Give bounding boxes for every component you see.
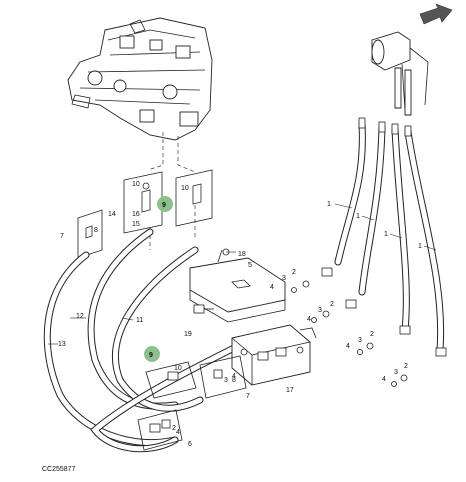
callout-1: 1 bbox=[327, 201, 331, 208]
reference-label: 9 bbox=[149, 352, 153, 359]
callout-2: 2 bbox=[330, 301, 334, 308]
callout-10: 10 bbox=[181, 185, 189, 192]
callout-1: 1 bbox=[356, 213, 360, 220]
callout-3: 3 bbox=[282, 275, 286, 282]
callout-4: 4 bbox=[346, 343, 350, 350]
callout-3: 3 bbox=[224, 377, 228, 384]
callout-10: 10 bbox=[174, 365, 182, 372]
callout-17: 17 bbox=[286, 387, 294, 394]
callout-2: 2 bbox=[370, 331, 374, 338]
callout-2: 2 bbox=[172, 425, 176, 432]
callout-8: 8 bbox=[94, 227, 98, 234]
callout-4: 4 bbox=[176, 429, 180, 436]
callout-4: 4 bbox=[382, 376, 386, 383]
control-valve-cylinder bbox=[371, 31, 429, 116]
arrow-right-icon bbox=[419, 3, 453, 25]
callout-3: 3 bbox=[358, 337, 362, 344]
hose-set-1 bbox=[334, 117, 445, 354]
callout-12: 12 bbox=[76, 313, 84, 320]
callout-15: 15 bbox=[132, 221, 140, 228]
detail-box-center bbox=[123, 171, 163, 234]
reference-label: 9 bbox=[162, 202, 166, 209]
detail-box-left bbox=[77, 209, 103, 259]
callout-2: 2 bbox=[404, 363, 408, 370]
callout-14: 14 bbox=[108, 211, 116, 218]
reference-marker-9: 9 bbox=[144, 346, 160, 362]
callout-7: 7 bbox=[246, 393, 250, 400]
callout-18: 18 bbox=[238, 251, 246, 258]
mounting-plate bbox=[189, 249, 286, 323]
detail-box-right bbox=[175, 169, 213, 227]
callout-6: 6 bbox=[188, 441, 192, 448]
callout-11: 11 bbox=[136, 317, 143, 324]
callout-5: 5 bbox=[248, 262, 252, 269]
figure-code: CC255877 bbox=[42, 466, 76, 473]
callout-19: 19 bbox=[184, 331, 192, 338]
callout-13: 13 bbox=[58, 341, 66, 348]
callout-3: 3 bbox=[394, 369, 398, 376]
valve-manifold bbox=[231, 324, 317, 386]
callout-10: 10 bbox=[132, 181, 140, 188]
fitting-group-lower bbox=[137, 355, 247, 451]
callout-3: 3 bbox=[318, 307, 322, 314]
reference-marker-9: 9 bbox=[157, 196, 173, 212]
callout-4: 4 bbox=[270, 284, 274, 291]
leader-lines bbox=[48, 203, 437, 345]
callout-1: 1 bbox=[384, 231, 388, 238]
callout-4: 4 bbox=[232, 373, 236, 380]
callout-7: 7 bbox=[60, 233, 64, 240]
fitting-group-right bbox=[291, 267, 447, 387]
callout-8: 8 bbox=[232, 377, 236, 384]
callout-16: 16 bbox=[132, 211, 140, 218]
hydraulic-valve-assembly bbox=[67, 17, 213, 141]
callout-4: 4 bbox=[307, 316, 311, 323]
bolt-19 bbox=[193, 304, 214, 314]
callout-1: 1 bbox=[418, 243, 422, 250]
callout-2: 2 bbox=[292, 269, 296, 276]
